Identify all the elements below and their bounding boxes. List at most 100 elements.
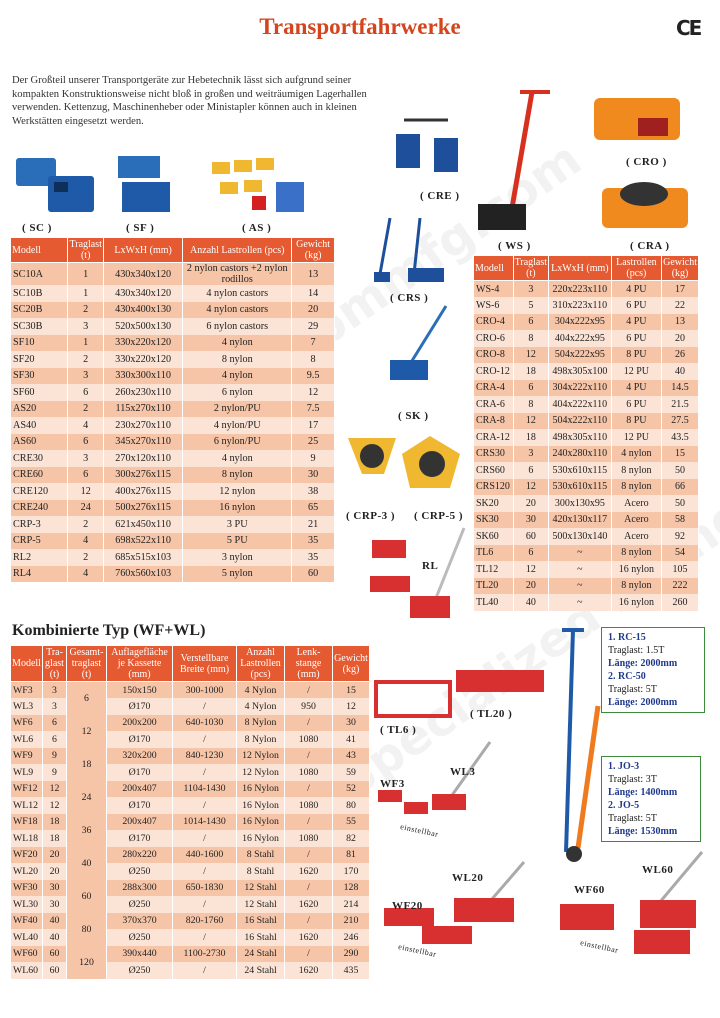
table-cell: 13 <box>291 262 335 285</box>
table-cell: 4 <box>67 532 104 549</box>
table-cell: 35 <box>291 549 335 566</box>
table-cell: 1 <box>67 262 104 285</box>
table-cell: CRO-12 <box>473 363 514 380</box>
table-cell: RL4 <box>9 565 69 582</box>
table-cell: WF12 <box>10 780 43 797</box>
table-cell: 60 <box>291 565 335 582</box>
table-cell: WL12 <box>10 797 43 814</box>
table-cell: 16 Stahl <box>236 912 286 929</box>
table-cell: 20 <box>291 301 335 318</box>
table-cell: 3 <box>512 445 550 462</box>
intro-text: Der Großteil unserer Transportgeräte zur… <box>12 75 367 127</box>
table-cell: 30 <box>42 879 67 896</box>
table-cell: Ø170 <box>105 764 174 781</box>
table-cell: 16 Nylon <box>236 830 286 847</box>
table-cell: TL20 <box>473 577 514 594</box>
table-cell: SC10A <box>9 262 69 285</box>
table-cell: 240x280x110 <box>548 445 612 462</box>
table-cell: / <box>284 780 334 797</box>
table-cell: 520x500x130 <box>102 318 184 335</box>
table-cell: ~ <box>548 561 612 578</box>
table-cell: Ø250 <box>105 863 174 880</box>
sf-photo <box>118 156 170 212</box>
col-header: Lenk-stange (mm) <box>284 645 334 682</box>
wf3-wl3-photo <box>378 741 492 814</box>
table-cell: 54 <box>661 544 699 561</box>
table-cell: / <box>172 698 238 715</box>
table-cell: 230x270x110 <box>102 417 184 434</box>
table-cell: / <box>284 945 334 962</box>
table-cell: 16 Nylon <box>236 813 286 830</box>
rc-line: Traglast: 5T <box>608 684 657 695</box>
table-cell: SC30B <box>9 318 69 335</box>
table-cell: 16 nylon <box>610 594 663 611</box>
table-cell: WL60 <box>10 962 43 979</box>
table-cell: 18 <box>42 813 67 830</box>
table-cell: 3 nylon <box>182 549 293 566</box>
table-cell: 81 <box>332 846 370 863</box>
caption-wl3: WL3 <box>450 766 476 778</box>
caption-wf60: WF60 <box>574 884 605 896</box>
col-header: Auflagefläche je Kassette (mm) <box>105 645 174 682</box>
table-sc-rl: Modell Traglast (t) LxWxH (mm) Anzahl La… <box>9 237 335 582</box>
jo-line: Länge: 1400mm <box>608 787 678 798</box>
table-cell: 20 <box>661 330 699 347</box>
table-cell: 246 <box>332 929 370 946</box>
table-cell: 40 <box>42 929 67 946</box>
table-cell: 170 <box>332 863 370 880</box>
jo-line: Traglast: 3T <box>608 774 657 785</box>
caption-cra: ( CRA ) <box>630 240 670 252</box>
table-cell: 4 PU <box>610 379 663 396</box>
table-cell: 288x300 <box>105 879 174 896</box>
table-cell: 26 <box>661 346 699 363</box>
table-cell: 6 PU <box>610 297 663 314</box>
table-cell: 390x440 <box>105 945 174 962</box>
col-header: Modell <box>10 645 43 682</box>
table-cell: 7 <box>291 334 335 351</box>
sc-photo <box>16 158 94 212</box>
table-cell: TL12 <box>473 561 514 578</box>
table-cell: 840-1230 <box>172 747 238 764</box>
table-cell: / <box>284 747 334 764</box>
table-cell: 18 <box>66 747 107 781</box>
table-cell: 40 <box>42 912 67 929</box>
table-cell: CRE240 <box>9 499 69 516</box>
table-cell: 6 PU <box>610 396 663 413</box>
table-cell: 66 <box>661 478 699 495</box>
table-cell: 260x230x110 <box>102 384 184 401</box>
col-header: Traglast (t) <box>512 255 550 281</box>
table-cell: 650-1830 <box>172 879 238 896</box>
table-cell: 12 PU <box>610 363 663 380</box>
table-cell: WL9 <box>10 764 43 781</box>
table-cell: CRA-4 <box>473 379 514 396</box>
table-cell: 435 <box>332 962 370 979</box>
table-cell: WL6 <box>10 731 43 748</box>
jo-line: 2. JO-5 <box>608 800 640 811</box>
table-cell: 59 <box>332 764 370 781</box>
wf60-wl60-photo <box>560 851 704 954</box>
table-cell: WF20 <box>10 846 43 863</box>
jo-info-box: 1. JO-3 Traglast: 3T Länge: 1400mm 2. JO… <box>601 756 701 842</box>
table-cell: CRE60 <box>9 466 69 483</box>
table-cell: 200x200 <box>105 714 174 731</box>
rl-photo <box>370 527 466 618</box>
table-cell: AS20 <box>9 400 69 417</box>
table-cell: 12 <box>512 346 550 363</box>
rc-line: 2. RC-50 <box>608 671 646 682</box>
table-cell: 18 <box>512 429 550 446</box>
table-cell: 1080 <box>284 797 334 814</box>
caption-wf20: WF20 <box>392 900 423 912</box>
ws-photo <box>478 90 550 230</box>
table-cell: 12 nylon <box>182 483 293 500</box>
table-cell: WS-4 <box>473 280 514 297</box>
table-cell: 24 Stahl <box>236 962 286 979</box>
col-header: Anzahl Lastrollen (pcs) <box>182 237 293 263</box>
table-cell: Ø170 <box>105 830 174 847</box>
